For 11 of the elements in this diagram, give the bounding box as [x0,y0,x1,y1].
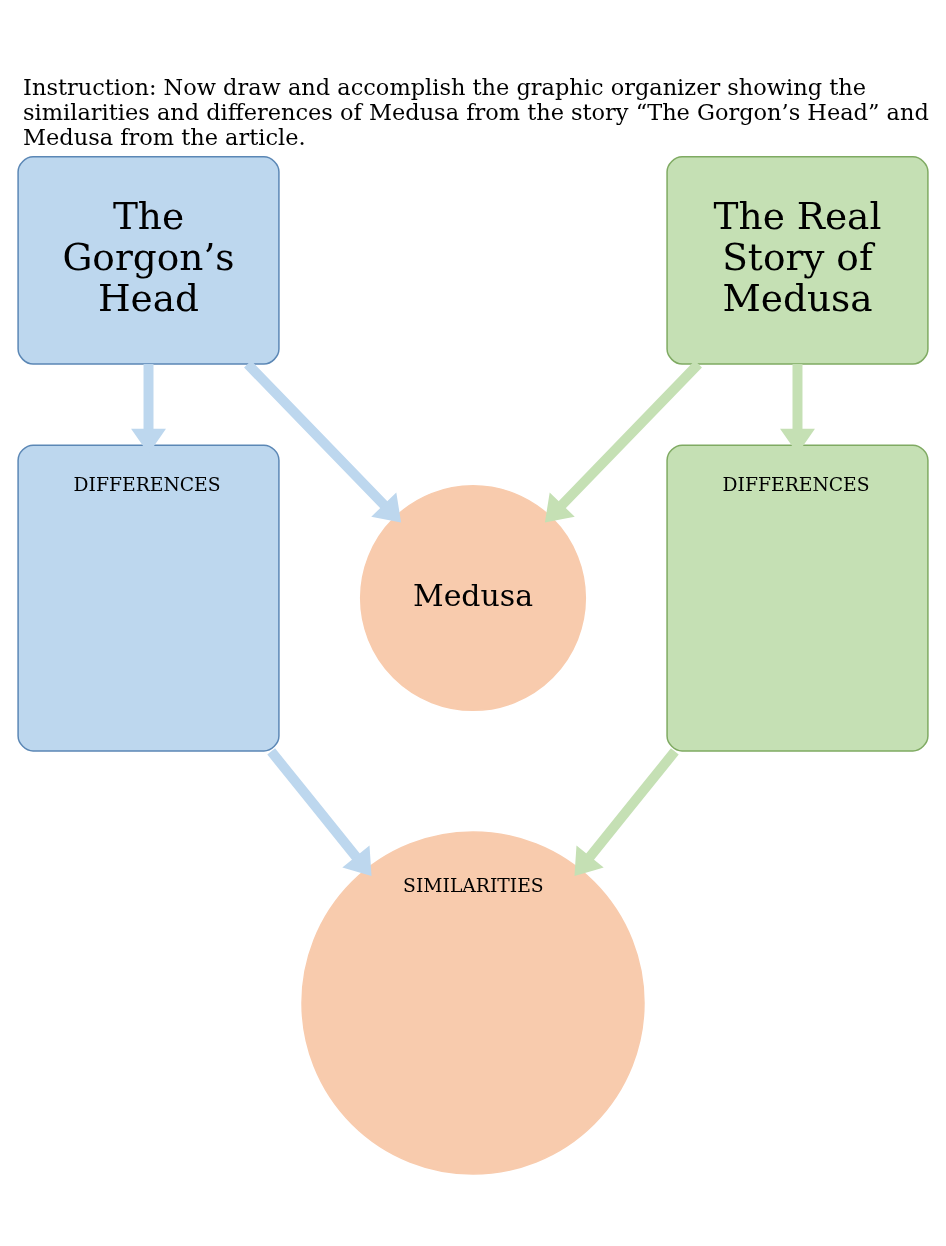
node-box: DIFFERENCES [666,444,929,752]
arrow [267,748,372,876]
node-circle: Medusa [359,484,587,712]
arrow [544,360,702,523]
node-box: DIFFERENCES [17,444,280,752]
node-box: The Gorgon’s Head [17,156,280,365]
diagram-title: Instruction: Now draw and accomplish the graphic organizer showing the similarities and differences of Medusa from the story “The Gorgon’s Head” and Medusa from the article. [23,73,929,150]
arrow [574,748,679,876]
node-circle: SIMILARITIES [301,831,645,1175]
node-box: The Real Story of Medusa [666,156,929,365]
arrow [244,360,402,523]
